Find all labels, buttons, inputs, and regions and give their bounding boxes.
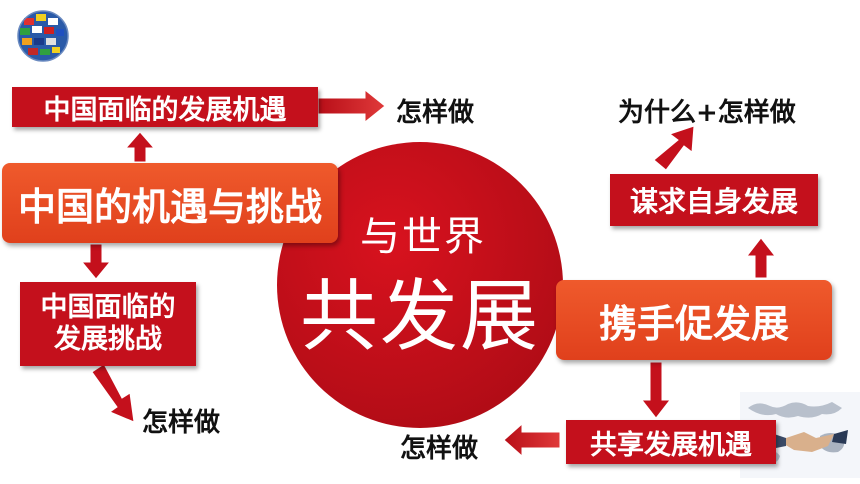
challenge-label-line1: 中国面临的 bbox=[40, 291, 176, 323]
center-subtitle: 与世界 bbox=[360, 214, 486, 260]
arrow-left-bottom bbox=[503, 422, 561, 458]
center-circle bbox=[277, 142, 563, 428]
arrow-diagonal-right bbox=[653, 125, 695, 171]
how-label-bottom-right: 怎样做 bbox=[400, 434, 479, 464]
globe-flags-icon bbox=[17, 10, 69, 62]
left-main-box: 中国的机遇与挑战 bbox=[2, 163, 338, 243]
arrow-diagonal-left bbox=[91, 363, 135, 423]
how-label-bottom-left: 怎样做 bbox=[142, 408, 221, 438]
challenge-label-line2: 发展挑战 bbox=[54, 324, 162, 355]
right-main-box: 携手促发展 bbox=[556, 280, 832, 360]
arrow-down-right bbox=[640, 361, 672, 419]
opportunity-box: 中国面临的发展机遇 bbox=[12, 87, 318, 127]
arrow-down-left bbox=[80, 243, 112, 280]
opportunity-label: 中国面临的发展机遇 bbox=[43, 94, 287, 126]
right-main-label: 携手促发展 bbox=[598, 301, 789, 346]
self-development-label: 谋求自身发展 bbox=[629, 185, 798, 218]
arrow-right-top bbox=[317, 88, 386, 124]
self-development-box: 谋求自身发展 bbox=[610, 174, 818, 226]
why-how-label: 为什么+怎样做 bbox=[618, 98, 796, 128]
challenge-box: 中国面临的 发展挑战 bbox=[20, 282, 196, 366]
arrow-up-left bbox=[124, 131, 156, 163]
share-label: 共享发展机遇 bbox=[590, 429, 752, 461]
center-title: 共发展 bbox=[300, 272, 541, 362]
arrow-up-right bbox=[745, 237, 777, 279]
left-main-label: 中国的机遇与挑战 bbox=[17, 184, 322, 229]
how-label-top-left: 怎样做 bbox=[396, 98, 475, 128]
share-box: 共享发展机遇 bbox=[566, 420, 776, 464]
